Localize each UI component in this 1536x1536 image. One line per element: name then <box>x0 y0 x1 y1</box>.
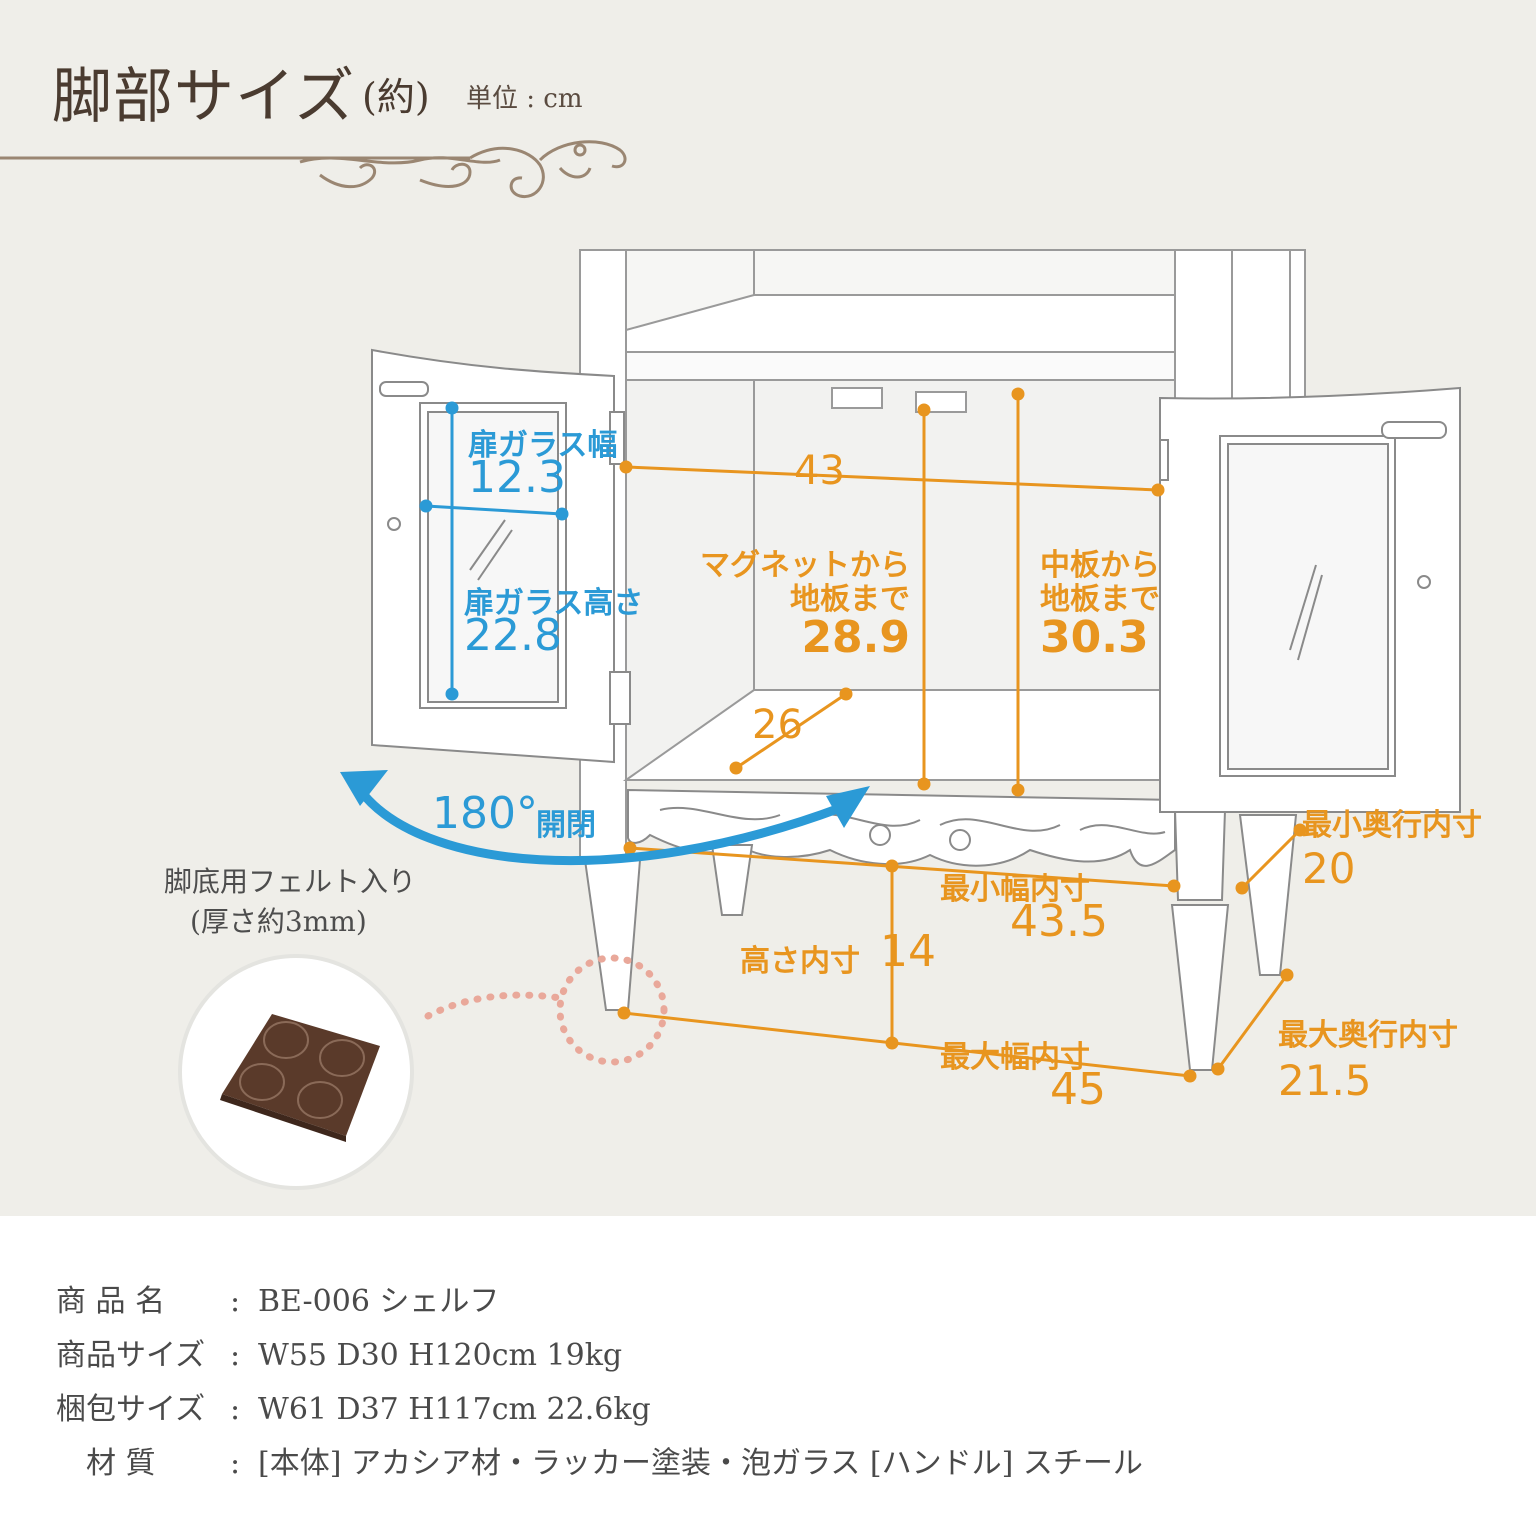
glass-width-value: 12.3 <box>468 452 566 503</box>
min-width-value: 43.5 <box>1010 896 1108 947</box>
spec-row-package-size: 梱包サイズ:W61 D37 H117cm 22.6kg <box>56 1384 651 1428</box>
magnet-label-line2: 地板まで <box>790 582 910 617</box>
magnet-value: 28.9 <box>801 612 910 663</box>
rotate-arrow-icon <box>340 770 870 866</box>
height-label: 高さ内寸 <box>740 944 860 979</box>
spec-value: [本体] アカシア材・ラッカー塗装・泡ガラス [ハンドル] スチール <box>258 1446 1143 1481</box>
max-depth-value: 21.5 <box>1278 1056 1372 1105</box>
glass-width-label: 扉ガラス幅 <box>468 428 618 463</box>
apron-carving <box>627 788 1176 867</box>
spec-key: 材 質 <box>86 1446 156 1481</box>
spec-key: 商品サイズ <box>56 1338 206 1373</box>
min-depth-label: 最小奥行内寸 <box>1302 808 1482 843</box>
spec-row-product-name: 商 品 名:BE-006 シェルフ <box>56 1276 499 1320</box>
shelf-label-line2: 地板まで <box>1040 582 1160 617</box>
left-door <box>371 348 631 764</box>
shelf-label-line1: 中板から <box>1040 548 1160 583</box>
height-value: 14 <box>880 926 936 977</box>
depth-value: 26 <box>752 702 803 748</box>
spec-row-material: 材 質:[本体] アカシア材・ラッカー塗装・泡ガラス [ハンドル] スチール <box>56 1438 1143 1482</box>
spec-key: 商 品 名 <box>56 1284 166 1319</box>
door-open-label: 開閉 <box>536 808 596 843</box>
max-width-label: 最大幅内寸 <box>940 1040 1090 1075</box>
spec-panel: 商 品 名:BE-006 シェルフ 商品サイズ:W55 D30 H120cm 1… <box>0 1216 1536 1536</box>
spec-row-product-size: 商品サイズ:W55 D30 H120cm 19kg <box>56 1330 622 1374</box>
min-depth-value: 20 <box>1302 844 1356 893</box>
leg-dotted-marker <box>424 954 668 1066</box>
spec-value: W55 D30 H120cm 19kg <box>258 1338 623 1373</box>
max-width-value: 45 <box>1050 1064 1106 1115</box>
glass-height-label: 扉ガラス高さ <box>464 586 644 621</box>
inner-width-value: 43 <box>794 448 845 494</box>
glass-dimension-lines <box>419 401 569 701</box>
title-approx: (約) <box>362 75 430 119</box>
min-width-label: 最小幅内寸 <box>940 872 1090 907</box>
ornament-flourish-icon <box>0 140 627 199</box>
felt-label-line2: (厚さ約3mm) <box>190 905 367 938</box>
page-title: 脚部サイズ <box>52 62 356 132</box>
felt-pad-icon <box>178 954 414 1190</box>
cabinet-legs <box>583 809 1298 1071</box>
unit-label: 単位 : cm <box>466 84 583 114</box>
shelf-value: 30.3 <box>1040 612 1149 663</box>
spec-value: BE-006 シェルフ <box>258 1284 500 1319</box>
spec-key: 梱包サイズ <box>56 1392 206 1427</box>
orange-dimension-lines <box>617 387 1307 1083</box>
glass-height-value: 22.8 <box>464 610 562 661</box>
felt-label-line1: 脚底用フェルト入り <box>164 865 417 898</box>
spec-value: W61 D37 H117cm 22.6kg <box>258 1392 651 1427</box>
magnet-label-line1: マグネットから <box>700 548 910 583</box>
max-depth-label: 最大奥行内寸 <box>1278 1018 1458 1053</box>
right-door <box>1159 386 1461 813</box>
door-angle: 180° <box>432 788 538 839</box>
cabinet-diagram <box>0 140 1461 1190</box>
